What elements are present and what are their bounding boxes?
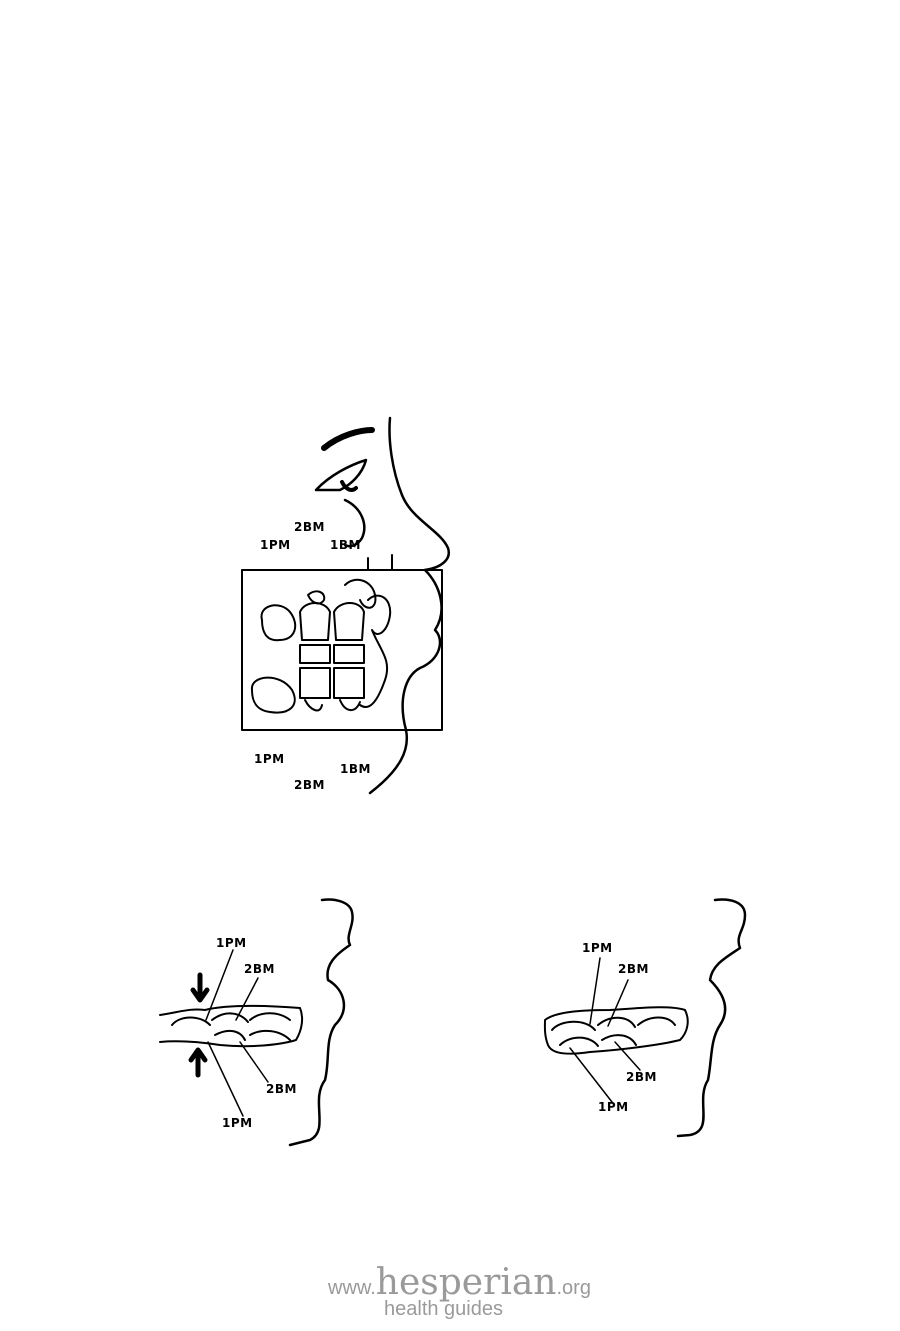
label-1bm: 1BM (330, 538, 361, 552)
logo-tagline: health guides (384, 1298, 503, 1320)
logo-brand: hesperian (375, 1262, 557, 1303)
hesperian-logo[interactable]: www.hesperian.org health guides (328, 1262, 591, 1320)
label-1pm: 1PM (254, 752, 285, 766)
label-2bm: 2BM (294, 520, 325, 534)
bite-profile-left (159, 898, 354, 1147)
teeth-top (250, 578, 392, 714)
bite-profile-right (543, 898, 747, 1138)
logo-suffix: .org (556, 1277, 591, 1299)
logo-prefix: www. (328, 1277, 376, 1299)
label-1pm: 1PM (598, 1100, 629, 1114)
label-1pm: 1PM (216, 936, 247, 950)
label-1pm: 1PM (582, 941, 613, 955)
label-1pm: 1PM (222, 1116, 253, 1130)
label-2bm: 2BM (626, 1070, 657, 1084)
label-2bm: 2BM (244, 962, 275, 976)
label-2bm: 2BM (618, 962, 649, 976)
face-profile-top (241, 416, 451, 795)
label-1pm: 1PM (260, 538, 291, 552)
label-2bm: 2BM (294, 778, 325, 792)
label-1bm: 1BM (340, 762, 371, 776)
label-2bm: 2BM (266, 1082, 297, 1096)
